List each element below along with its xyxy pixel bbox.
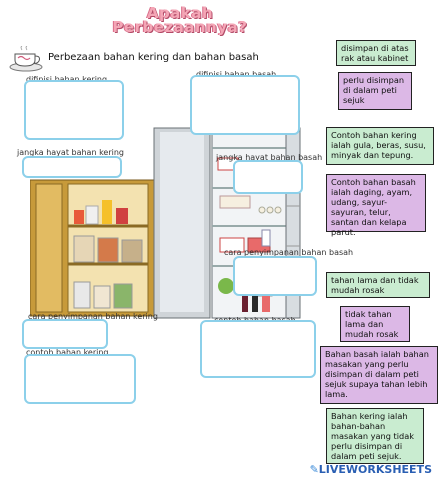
answer-card-definisi-kering[interactable]: Bahan kering ialah bahan-bahan masakan y…: [326, 408, 424, 464]
label-contoh-kering: contoh bahan kering: [26, 348, 109, 357]
subtitle: Perbezaan bahan kering dan bahan basah: [48, 52, 259, 63]
label-jangka-basah: jangka hayat bahan basah: [216, 153, 323, 162]
answer-card-definisi-basah[interactable]: Bahan basah ialah bahan masakan yang per…: [320, 346, 438, 404]
label-cara-kering: cara penyimpanan bahan kering: [28, 312, 158, 321]
dropzone-definisi-basah[interactable]: [190, 75, 300, 135]
watermark: ✎LIVEWORKSHEETS: [310, 463, 432, 476]
answer-card-contoh-basah[interactable]: Contoh bahan basah ialah daging, ayam, u…: [326, 174, 426, 237]
page-title-line1: Apakah: [146, 4, 214, 22]
label-definisi-basah: difinisi bahan basah: [196, 70, 276, 79]
answer-card-contoh-kering[interactable]: Contoh bahan kering ialah gula, beras, s…: [326, 127, 434, 165]
label-jangka-kering: jangka hayat bahan kering: [17, 148, 124, 157]
label-cara-basah: cara penyimpanan bahan basah: [224, 248, 354, 257]
label-definisi-kering: difinisi bahan kering: [26, 75, 107, 84]
answer-card-perlu-peti-sejuk[interactable]: perlu disimpan di dalam peti sejuk: [338, 72, 412, 110]
watermark-text: LIVEWORKSHEETS: [318, 463, 432, 476]
teacup-icon: [9, 46, 43, 72]
liveworksheets-logo-icon: ✎: [309, 463, 319, 476]
dropzone-cara-kering[interactable]: [22, 319, 108, 349]
page-title-line2: Perbezaannya?: [112, 18, 248, 36]
answer-card-tidak-tahan-lama[interactable]: tidak tahan lama dan mudah rosak: [340, 306, 410, 342]
dropzone-contoh-basah[interactable]: [200, 320, 316, 378]
dropzone-jangka-basah[interactable]: [233, 160, 303, 194]
dropzone-jangka-kering[interactable]: [22, 156, 122, 178]
answer-card-disimpan-rak[interactable]: disimpan di atas rak atau kabinet: [336, 40, 416, 66]
dropzone-cara-basah[interactable]: [233, 256, 317, 296]
answer-card-tahan-lama[interactable]: tahan lama dan tidak mudah rosak: [326, 272, 430, 298]
dropzone-definisi-kering[interactable]: [24, 80, 124, 140]
dropzone-contoh-kering[interactable]: [24, 354, 136, 404]
kitchen-illustration: [30, 127, 301, 319]
